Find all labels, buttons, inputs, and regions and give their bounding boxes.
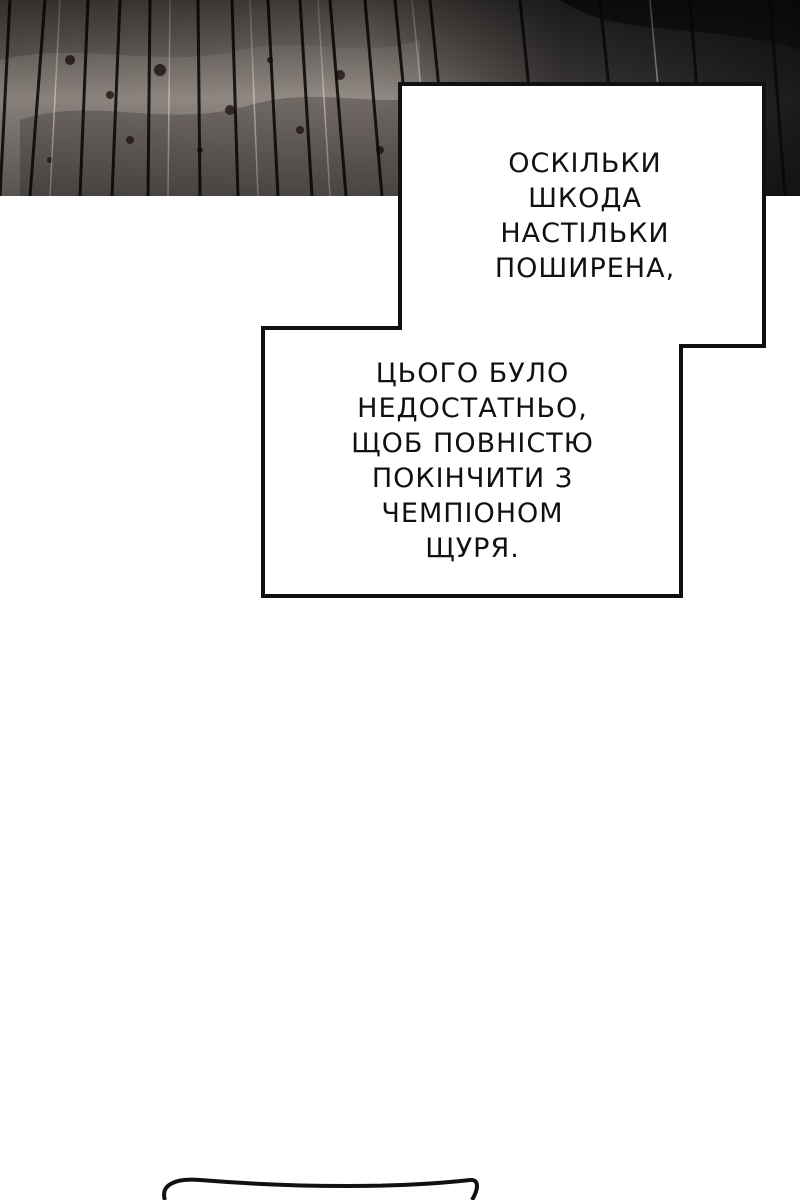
caption-text-2: ЦЬОГО БУЛО НЕДОСТАТНЬО, ЩОБ ПОВНІСТЮ ПОК… xyxy=(351,358,594,564)
caption-boxes xyxy=(261,82,766,598)
caption-text-1: ОСКІЛЬКИ ШКОДА НАСТІЛЬКИ ПОШИРЕНА, xyxy=(494,148,676,284)
caption-box-outline xyxy=(261,82,766,598)
next-panel-frame xyxy=(162,1177,479,1200)
